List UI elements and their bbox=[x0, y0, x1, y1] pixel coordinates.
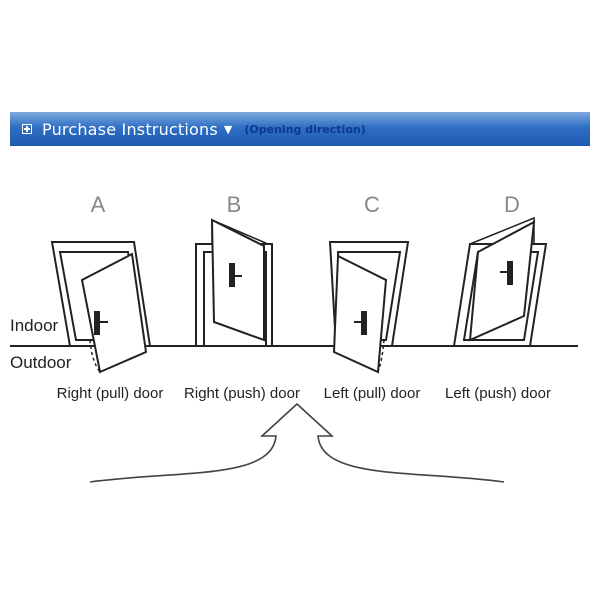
door-caption-d: Left (push) door bbox=[445, 385, 551, 402]
door-caption-a: Right (pull) door bbox=[57, 385, 164, 402]
door-b bbox=[195, 218, 273, 347]
door-diagram: A B C D Indoor Outdoor bbox=[10, 192, 578, 483]
header-banner: Purchase Instructions ▼ (Opening directi… bbox=[10, 112, 590, 146]
door-caption-c: Left (pull) door bbox=[324, 385, 421, 402]
outdoor-label: Outdoor bbox=[10, 353, 72, 372]
door-letter-d: D bbox=[504, 192, 520, 217]
door-caption-b: Right (push) door bbox=[184, 385, 300, 402]
door-a bbox=[50, 241, 152, 374]
door-c bbox=[328, 241, 410, 374]
door-letter-c: C bbox=[364, 192, 380, 217]
banner-subtitle: (Opening direction) bbox=[244, 122, 366, 136]
pointer-arrow bbox=[89, 402, 505, 483]
door-d bbox=[452, 216, 548, 348]
door-letter-a: A bbox=[91, 192, 106, 217]
indoor-label: Indoor bbox=[10, 316, 59, 335]
dropdown-arrow-icon: ▼ bbox=[223, 122, 233, 136]
door-letter-b: B bbox=[227, 192, 242, 217]
expand-icon bbox=[22, 124, 32, 134]
banner-title: Purchase Instructions bbox=[42, 119, 218, 139]
